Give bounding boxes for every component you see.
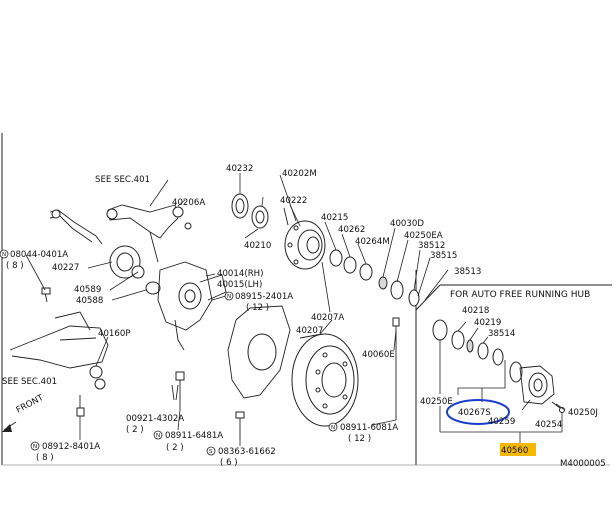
nut-08915-qty: ( 12 ) <box>246 303 269 313</box>
svg-text:N: N <box>2 252 6 258</box>
auto-hub-title: FOR AUTO FREE RUNNING HUB <box>450 290 590 300</box>
part-40560-highlight <box>500 443 536 456</box>
nut-08911-6081-qty: ( 12 ) <box>348 434 371 444</box>
screw-08363-qty: ( 6 ) <box>220 458 238 468</box>
nut-08044-label: 08044-0401A <box>10 250 68 260</box>
part-40267s-label: 40267S <box>458 408 491 418</box>
bearing-40232-drawing <box>231 193 249 219</box>
nut-08915-label: 08915-2401A <box>235 292 293 302</box>
dust-shield-drawing <box>227 305 291 399</box>
part-40160p-label: 40160P <box>98 329 131 339</box>
nut-08911-6081-label: 08911-6081A <box>340 423 398 433</box>
part-40215-label: 40215 <box>321 213 348 223</box>
part-40060e-label: 40060E <box>362 350 395 360</box>
front-arrow-icon <box>2 421 17 432</box>
part-40014-label: 40014(RH) <box>217 269 263 279</box>
part-40207a-label: 40207A <box>311 313 344 323</box>
part-40588-label: 40588 <box>76 296 103 306</box>
nut-08912-qty: ( 8 ) <box>36 453 54 463</box>
part-00921-label: 00921-4302A <box>126 414 184 424</box>
upper-link-drawing <box>106 204 192 263</box>
auto-hub-parts-drawing <box>432 319 565 413</box>
rotor-40207-drawing <box>291 333 359 427</box>
part-40262-label: 40262 <box>338 225 365 235</box>
part-40210-label: 40210 <box>244 241 271 251</box>
svg-text:S: S <box>209 449 213 455</box>
screw-08363-label: 08363-61662 <box>218 447 276 457</box>
part-38515-label: 38515 <box>430 251 457 261</box>
part-40227-label: 40227 <box>52 263 79 273</box>
bolt-drawings <box>76 371 245 440</box>
part-labels: SEE SEC.401 40206A 40232 40202M 40222 40… <box>2 164 606 469</box>
part-40015-label: 40015(LH) <box>217 280 262 290</box>
svg-text:N: N <box>156 433 160 439</box>
hub-40202m-drawing <box>283 207 326 270</box>
svg-text:N: N <box>227 294 231 300</box>
hub-section-diagonal <box>415 284 441 311</box>
part-40219-label: 40219 <box>474 318 501 328</box>
part-40259-label: 40259 <box>488 417 515 427</box>
part-40250j-label: 40250J <box>568 408 598 418</box>
nut-08911-6481-qty: ( 2 ) <box>166 443 184 453</box>
washers-40215-40262-drawing <box>329 249 420 307</box>
diagram-code: M4000005 <box>560 459 606 469</box>
part-00921-qty: ( 2 ) <box>126 425 144 435</box>
part-40250ea-label: 40250EA <box>404 231 443 241</box>
part-40030d-label: 40030D <box>390 219 424 229</box>
part-38512-label: 38512 <box>418 241 445 251</box>
seal-40210-drawing <box>251 205 269 229</box>
part-40264m-label: 40264M <box>355 237 390 247</box>
bolt-40060e-drawing <box>392 317 400 420</box>
nut-markers <box>0 249 338 456</box>
part-40206a-label: 40206A <box>172 198 205 208</box>
knuckle-drawing <box>109 245 227 351</box>
part-40254-label: 40254 <box>535 420 562 430</box>
part-40207-label: 40207 <box>296 326 323 336</box>
nut-marker-letters: N N N N S N <box>2 252 335 455</box>
nut-08912-label: 08912-8401A <box>42 442 100 452</box>
lower-arm-drawing <box>9 287 109 390</box>
svg-text:N: N <box>33 444 37 450</box>
front-label: FRONT <box>15 393 46 416</box>
part-40589-label: 40589 <box>74 285 101 295</box>
part-40202m-label: 40202M <box>282 169 317 179</box>
part-40232-label: 40232 <box>226 164 253 174</box>
see-sec-401-bottom-label: SEE SEC.401 <box>2 377 57 387</box>
part-40218-label: 40218 <box>462 306 489 316</box>
svg-text:N: N <box>331 425 335 431</box>
part-40250e-label: 40250E <box>420 397 453 407</box>
see-sec-401-top-label: SEE SEC.401 <box>95 175 150 185</box>
part-38514-label: 38514 <box>488 329 515 339</box>
part-40560-label: 40560 <box>501 446 528 456</box>
nut-08911-6481-label: 08911-6481A <box>165 431 223 441</box>
nut-08044-qty: ( 8 ) <box>6 261 24 271</box>
part-38513-label: 38513 <box>454 267 481 277</box>
tie-rod-drawing <box>49 209 103 245</box>
part-40222-label: 40222 <box>280 196 307 206</box>
part-40267s-circle-annotation <box>446 399 510 425</box>
leader-lines <box>25 173 566 446</box>
